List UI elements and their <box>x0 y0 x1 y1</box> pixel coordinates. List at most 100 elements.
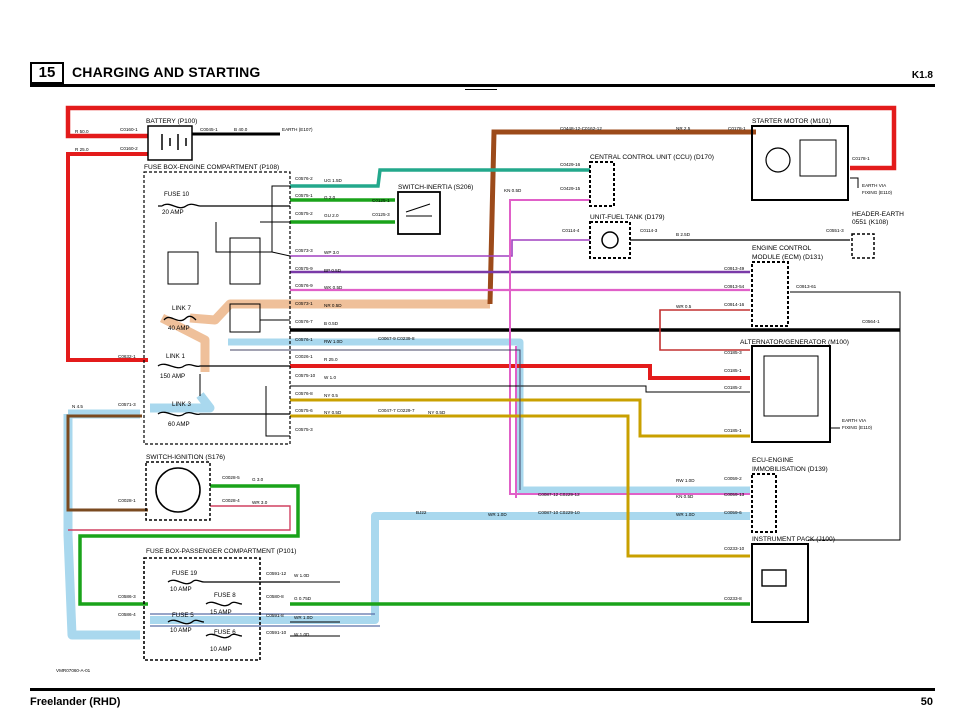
connector-label: C0178-1 <box>728 126 746 131</box>
fuel-pump-motor <box>601 231 619 249</box>
starter-earth-label-1: EARTH VIA <box>862 183 887 188</box>
alternator-inner <box>763 355 819 417</box>
connector-label: C0045-1 <box>200 127 218 132</box>
connector-label: C0575-3 <box>295 427 313 432</box>
header-rule <box>30 84 935 87</box>
fuse10-amp: 20 AMP <box>162 209 184 216</box>
connector-label: C0059-13 <box>724 492 745 497</box>
fusebox-engine-label: FUSE BOX-ENGINE COMPARTMENT (P108) <box>144 164 279 171</box>
alt-earth-label-2: FIXING (E110) <box>842 425 873 430</box>
relay-3 <box>229 303 261 333</box>
wire-label: UG 1.5D <box>324 178 343 183</box>
wire-label: WR 1.0D <box>294 615 313 620</box>
fuse8-amp: 15 AMP <box>210 609 232 616</box>
connector-label: C0114-3 <box>640 228 658 233</box>
connector-label: C0087-10 C0229-10 <box>538 510 580 515</box>
fusebox-passenger-label: FUSE BOX-PASSENGER COMPARTMENT (P101) <box>146 548 296 555</box>
fusebox-passenger-box <box>143 557 261 661</box>
connector-label: C0576-2 <box>295 176 313 181</box>
link1-symbol <box>157 363 290 369</box>
link1-amp: 150 AMP <box>160 373 185 380</box>
wire-label: WP 3.0 <box>324 250 339 255</box>
wire-label: GU 2.0 <box>324 213 339 218</box>
wire-label: WR 1.0D <box>676 512 695 517</box>
connector-label: C0448-12-C0162-12 <box>560 126 602 131</box>
ecm-box <box>751 261 789 327</box>
connector-label: C0564-1 <box>862 319 880 324</box>
link3-amp: 60 AMP <box>168 421 190 428</box>
relay-2 <box>229 237 261 285</box>
wire-label: WR 1.0D <box>488 512 507 517</box>
wire-label: G 3.0 <box>252 477 264 482</box>
wire-red-battery-link1 <box>66 152 148 362</box>
switch-inertia-box <box>397 191 441 235</box>
connector-label: C0160-1 <box>120 127 138 132</box>
battery-label: BATTERY (P100) <box>146 118 197 125</box>
blue-highlight-3 <box>150 512 750 624</box>
ccu-label: CENTRAL CONTROL UNIT (CCU) (D170) <box>590 154 714 161</box>
wire-thin-alt <box>290 385 750 393</box>
connector-label: C0026-1 <box>295 354 313 359</box>
fuse5-amp: 10 AMP <box>170 627 192 634</box>
wire-label: NY 0.5D <box>324 410 342 415</box>
fuse6-symbol <box>205 633 243 639</box>
wire-label: B 40.0 <box>234 127 248 132</box>
fuse19-symbol <box>167 579 290 585</box>
starter-box <box>751 125 849 201</box>
ccu-box <box>589 161 615 207</box>
wire-label: W 1.0D <box>294 632 310 637</box>
wire-label: RW 1.0D <box>324 339 343 344</box>
wire-purple-fuel <box>290 239 590 257</box>
ecm-label-2: MODULE (ECM) (D131) <box>752 254 823 261</box>
wire-label: NR 2.5 <box>676 126 691 131</box>
connector-label: C0573-3 <box>295 248 313 253</box>
connector-label: C0575-2 <box>295 211 313 216</box>
wire-thin-blue-1 <box>230 349 521 490</box>
instrument-battery-icon <box>761 569 787 587</box>
connector-label: C0028-4 <box>222 498 240 503</box>
connector-label: C0576-1 <box>295 337 313 342</box>
wire-label: NY 0.5D <box>428 410 446 415</box>
connector-label: C0551-3 <box>826 228 844 233</box>
connector-label: C0586-3 <box>118 594 136 599</box>
wire-brown-ignition <box>66 414 148 512</box>
wire-yellow-1 <box>290 398 750 438</box>
page-code: K1.8 <box>911 70 933 81</box>
connector-label: C0591-10 <box>266 630 287 635</box>
wire-red-pink-ign <box>68 505 291 531</box>
fuse19-amp: 10 AMP <box>170 586 192 593</box>
connector-label: C0067-9 C0239-8 <box>378 336 415 341</box>
fuel-tank-label: UNIT-FUEL TANK (D179) <box>590 214 665 221</box>
connector-label: C0429-16 <box>560 162 581 167</box>
section-number-box: 15 <box>30 62 64 84</box>
connector-label: C0087-12 C0229-12 <box>538 492 580 497</box>
wire-label: R 50.0 <box>75 129 89 134</box>
orange-highlight <box>159 299 490 372</box>
wire-pink-ccu <box>509 199 750 495</box>
footer-page-number: 50 <box>920 696 933 708</box>
wire-red-thin-ecm <box>659 309 750 351</box>
header-earth-box <box>851 233 875 259</box>
connector-label: C0233-8 <box>724 596 742 601</box>
starter-motor-symbol <box>765 147 791 173</box>
ecm-label-1: ENGINE CONTROL <box>752 245 812 252</box>
connector-label: C0573-1 <box>295 301 313 306</box>
wire-brown-starter <box>487 129 756 305</box>
connector-label: C0575-6 <box>295 408 313 413</box>
drawing-code: VMR07060-A-01 <box>56 668 91 673</box>
fuse10-label: FUSE 10 <box>164 191 190 198</box>
starter-label: STARTER MOTOR (M101) <box>752 118 831 125</box>
connector-label: C0575-9 <box>295 266 313 271</box>
wire-passenger-out <box>290 581 340 637</box>
fuse10-symbol <box>158 203 290 209</box>
connector-label: C0575-10 <box>295 373 316 378</box>
ecu-immob-box <box>751 473 777 533</box>
fuse6-amp: 10 AMP <box>210 646 232 653</box>
fuse6-label: FUSE 6 <box>214 629 236 636</box>
link7-symbol <box>163 315 197 322</box>
connector-label: C0185-3 <box>724 350 742 355</box>
wire-label: W 1.0 <box>324 375 336 380</box>
fuse-labels: FUSE 10 20 AMP LINK 7 40 AMP LINK 1 150 … <box>160 191 236 653</box>
fuse8-symbol <box>205 601 243 607</box>
fusebox-internal-lines <box>199 185 291 437</box>
